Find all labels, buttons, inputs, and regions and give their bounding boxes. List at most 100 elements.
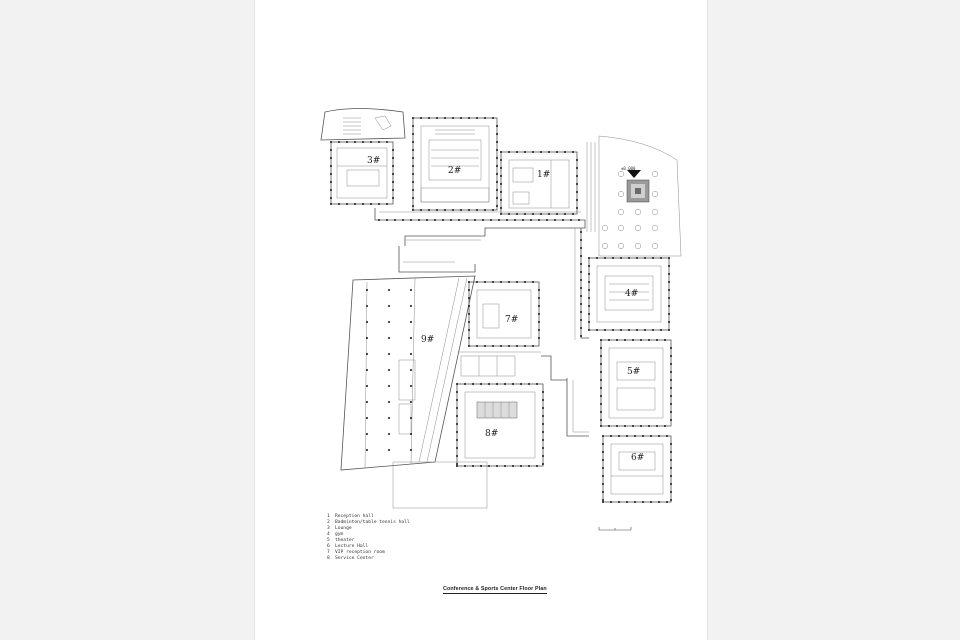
column-dot [588,281,590,283]
column-dot [670,411,672,413]
column-dot [608,339,610,341]
column-dot [366,305,368,307]
column-dot [516,345,518,347]
column-dot [388,369,390,371]
column-dot [444,209,446,211]
column-dot [668,281,670,283]
column-dot [580,335,582,337]
column-dot [602,491,604,493]
column-dot [670,363,672,365]
south-porch [392,461,488,509]
column-dot [378,219,380,221]
column-dot [542,399,544,401]
column-dot [492,209,494,211]
scale-bar [598,527,632,531]
north-arrow [627,170,641,178]
column-dot [652,329,654,331]
elevation-mark: ±0.000 [621,166,636,171]
column-dot [658,501,660,503]
column-dot [370,141,372,143]
column-dot [456,383,458,385]
column-dot [578,219,580,221]
column-dot [628,329,630,331]
column-dot [546,219,548,221]
column-dot [556,151,558,153]
column-dot [490,219,492,221]
column-dot [670,467,672,469]
column-dot [412,209,414,211]
column-dot [496,465,498,467]
column-dot [548,151,550,153]
column-dot [468,281,470,283]
column-dot [600,379,602,381]
column-dot [464,465,466,467]
column-dot [330,189,332,191]
column-dot [410,417,412,419]
column-dot [670,419,672,421]
column-dot [580,303,582,305]
column-dot [542,455,544,457]
column-dot [496,197,498,199]
column-dot [456,439,458,441]
column-dot [468,345,470,347]
column-dot [498,219,500,221]
drawing-title: Conference & Sports Center Floor Plan [443,586,547,594]
column-dot [588,257,590,259]
column-dot [388,337,390,339]
column-dot [600,347,602,349]
column-dot [410,353,412,355]
column-dot [588,265,590,267]
column-dot [456,399,458,401]
column-dot [538,289,540,291]
column-dot [500,191,502,193]
column-dot [472,383,474,385]
column-dot [602,501,604,503]
column-dot [452,117,454,119]
column-dot [668,297,670,299]
column-dot [612,257,614,259]
room-labels: 3# 2# 1# 4# 5# 6# 7# 8# 9# [367,156,644,463]
column-dot [580,295,582,297]
column-dot [468,321,470,323]
column-dot [542,439,544,441]
column-dot [602,459,604,461]
column-dot [530,219,532,221]
column-dot [554,219,556,221]
column-dot [410,433,412,435]
column-dot [330,165,332,167]
column-dot [670,499,672,501]
column-dot [600,419,602,421]
column-dot [496,181,498,183]
column-dot [602,467,604,469]
column-dot [670,379,672,381]
column-dot [542,415,544,417]
column-dot [452,209,454,211]
column-dot [496,165,498,167]
column-dot [538,337,540,339]
column-dot [366,353,368,355]
column-dot [642,501,644,503]
column-dot [602,499,604,501]
column-dot [528,465,530,467]
column-dot [500,175,502,177]
column-dot [670,443,672,445]
column-dot [428,209,430,211]
column-dot [366,321,368,323]
column-dot [388,289,390,291]
column-dot [468,337,470,339]
column-dot [524,213,526,215]
column-dot [624,425,626,427]
column-dot [670,371,672,373]
column-dot [412,173,414,175]
column-dot [624,339,626,341]
column-dot [668,273,670,275]
column-dot [504,383,506,385]
column-dot [474,219,476,221]
column-dot [500,345,502,347]
column-dot [516,151,518,153]
column-dot [412,125,414,127]
column-dot [670,395,672,397]
column-dot [362,141,364,143]
column-dot [600,363,602,365]
column-dot [596,257,598,259]
